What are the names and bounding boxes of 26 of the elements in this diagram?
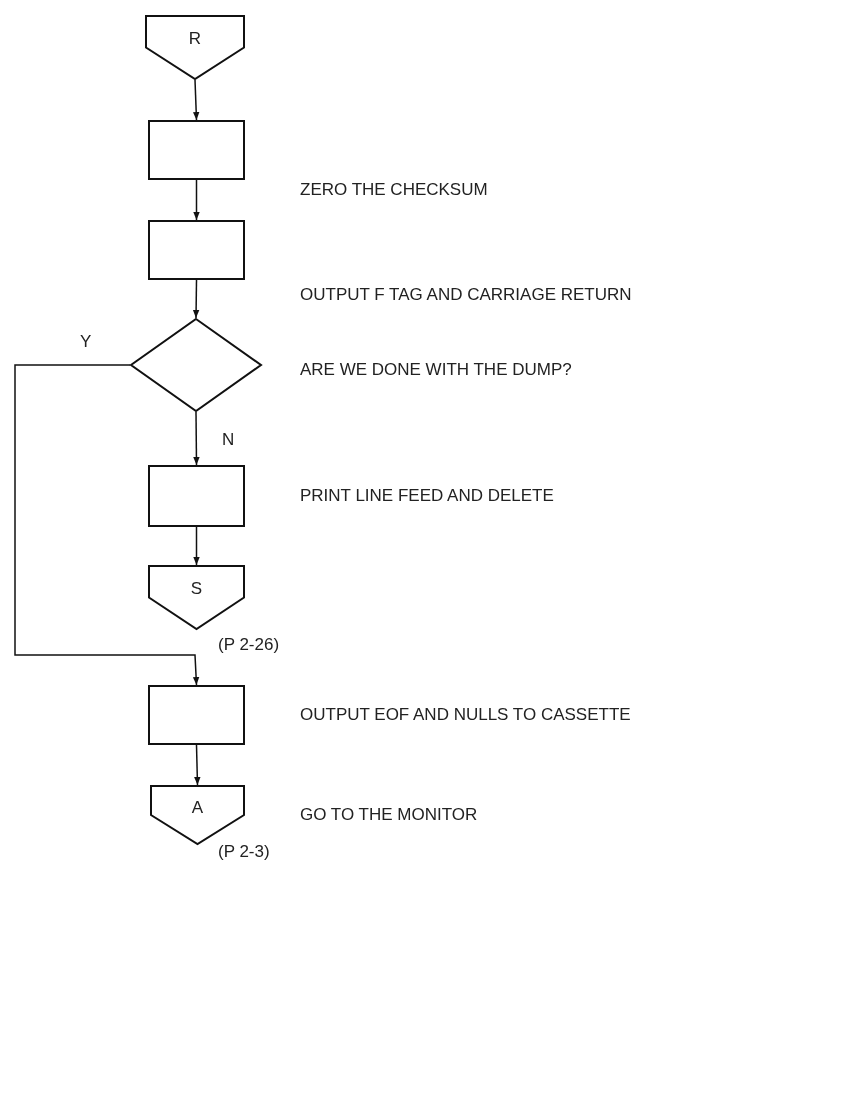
- process-box: [148, 685, 245, 745]
- arrow: [194, 744, 201, 786]
- decision-diamond: [130, 318, 262, 412]
- step-description: OUTPUT EOF AND NULLS TO CASSETTE: [300, 705, 631, 725]
- step-description: GO TO THE MONITOR: [300, 805, 478, 825]
- step-description: ARE WE DONE WITH THE DUMP?: [300, 360, 572, 380]
- step-description: PRINT LINE FEED AND DELETE: [300, 486, 554, 506]
- page-reference: (P 2-26): [218, 635, 280, 655]
- process-box: [148, 120, 245, 180]
- arrow: [193, 79, 200, 121]
- step-description: ZERO THE CHECKSUM: [300, 180, 488, 200]
- step-description: OUTPUT F TAG AND CARRIAGE RETURN: [300, 285, 632, 305]
- arrow: [193, 179, 200, 221]
- process-box: [148, 465, 245, 527]
- process-box: [148, 220, 245, 280]
- connector-label: S: [189, 579, 204, 600]
- off-page-connector: [150, 785, 245, 845]
- connector-label: A: [190, 798, 205, 819]
- off-page-connector: [148, 565, 245, 630]
- off-page-connector: [145, 15, 245, 80]
- arrow: [193, 526, 200, 566]
- page-reference: (P 2-3): [218, 842, 270, 862]
- connector-label: R: [187, 29, 203, 50]
- arrow: [193, 411, 200, 466]
- arrow: [192, 279, 200, 319]
- arrow: [14, 364, 200, 686]
